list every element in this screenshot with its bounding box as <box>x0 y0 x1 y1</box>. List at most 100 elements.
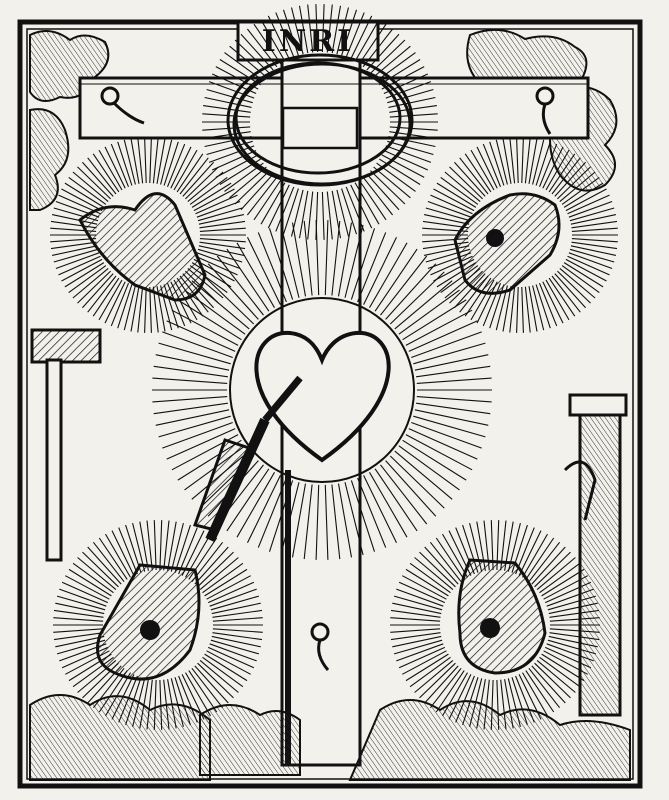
glory-ray <box>77 557 117 591</box>
glory-ray <box>58 255 101 276</box>
glory-ray <box>153 520 157 571</box>
glory-ray <box>535 284 551 329</box>
glory-ray <box>199 227 246 232</box>
glory-ray <box>416 365 491 378</box>
glory-ray <box>152 286 159 333</box>
glory-ray <box>202 656 244 688</box>
glory-ray <box>459 157 489 195</box>
glory-ray <box>174 524 191 573</box>
glory-ray <box>545 149 570 191</box>
glory-ray <box>390 632 441 641</box>
glory-ray <box>350 228 376 300</box>
glory-ray <box>557 166 591 200</box>
glory-ray <box>416 402 491 415</box>
glory-ray <box>405 434 473 471</box>
glory-ray <box>357 232 387 303</box>
glory-ray <box>199 271 255 325</box>
glory-ray <box>419 551 456 588</box>
glory-ray <box>509 286 516 333</box>
glory-ray <box>216 255 264 316</box>
glory-ray <box>98 279 123 321</box>
glory-ray <box>179 157 209 195</box>
glory-ray <box>358 23 387 65</box>
glory-ray <box>267 184 290 229</box>
glory-ray <box>158 415 231 438</box>
glory-ray <box>398 646 446 669</box>
glory-ray <box>163 520 170 571</box>
glory-ray <box>64 182 105 208</box>
glory-ray <box>363 475 397 544</box>
glory-ray <box>111 530 135 576</box>
glory-ray <box>419 662 456 699</box>
glory-ray <box>211 149 257 171</box>
glory-ray <box>541 653 585 682</box>
glory-ray <box>178 527 198 575</box>
glory-ray <box>123 285 136 331</box>
glory-ray <box>159 520 163 571</box>
glory-ray <box>554 273 587 309</box>
glory-ray <box>210 639 260 655</box>
glory-ray <box>554 161 587 197</box>
glory-ray <box>548 277 576 317</box>
glory-ray <box>166 143 186 188</box>
glory-ray <box>110 143 130 188</box>
rays <box>50 4 618 730</box>
glory-ray <box>336 7 350 55</box>
glory-ray <box>358 179 387 221</box>
glory-ray <box>531 546 566 585</box>
glory-ray <box>315 484 320 560</box>
glory-ray <box>366 33 400 71</box>
glory-ray <box>149 137 152 184</box>
glory-ray <box>534 662 571 699</box>
glory-ray <box>197 207 243 222</box>
glory-ray <box>211 635 261 648</box>
glory-ray <box>502 138 512 184</box>
glory-ray <box>247 475 281 544</box>
glory-ray <box>72 267 109 299</box>
glory-ray <box>68 568 112 597</box>
glory-ray <box>548 153 576 193</box>
glory-ray <box>155 409 230 426</box>
glory-ray <box>87 546 122 585</box>
glory-ray <box>260 19 286 62</box>
glory-ray <box>405 653 449 682</box>
glory-ray <box>64 262 105 288</box>
glory-ray <box>202 562 244 594</box>
glory-ray <box>362 28 394 68</box>
glory-ray <box>422 220 469 229</box>
glory-ray <box>162 421 233 449</box>
glory-ray <box>570 214 617 225</box>
glory-ray <box>538 282 558 327</box>
glory-ray <box>366 173 400 211</box>
glory-ray <box>176 153 204 193</box>
glory-ray <box>171 309 239 346</box>
glory-ray <box>398 289 460 335</box>
glory-ray <box>324 484 329 560</box>
right-foot-wound-icon <box>457 558 547 675</box>
glory-ray <box>470 149 495 191</box>
glory-ray <box>427 200 472 218</box>
glory-ray <box>521 137 524 184</box>
glory-ray <box>315 4 319 53</box>
glory-ray <box>396 643 444 662</box>
glory-ray <box>565 188 607 212</box>
glory-ray <box>374 468 418 532</box>
titulus: INRI <box>236 20 380 62</box>
crown-of-thorns-icon <box>226 53 414 187</box>
glory-ray <box>194 665 229 704</box>
glory-ray <box>495 139 508 185</box>
glory-ray <box>212 617 263 622</box>
glory-ray <box>402 650 447 675</box>
glory-ray <box>559 171 596 203</box>
glory-ray <box>104 281 126 324</box>
glory-ray <box>363 236 397 305</box>
glory-ray <box>435 537 465 580</box>
glory-ray <box>385 145 432 163</box>
glory-ray <box>198 245 245 256</box>
glory-ray <box>402 299 467 341</box>
glory-ray <box>196 252 241 270</box>
glory-ray <box>385 263 437 320</box>
glory-ray <box>571 238 618 243</box>
glory-ray <box>118 527 138 575</box>
glory-ray <box>68 176 107 205</box>
